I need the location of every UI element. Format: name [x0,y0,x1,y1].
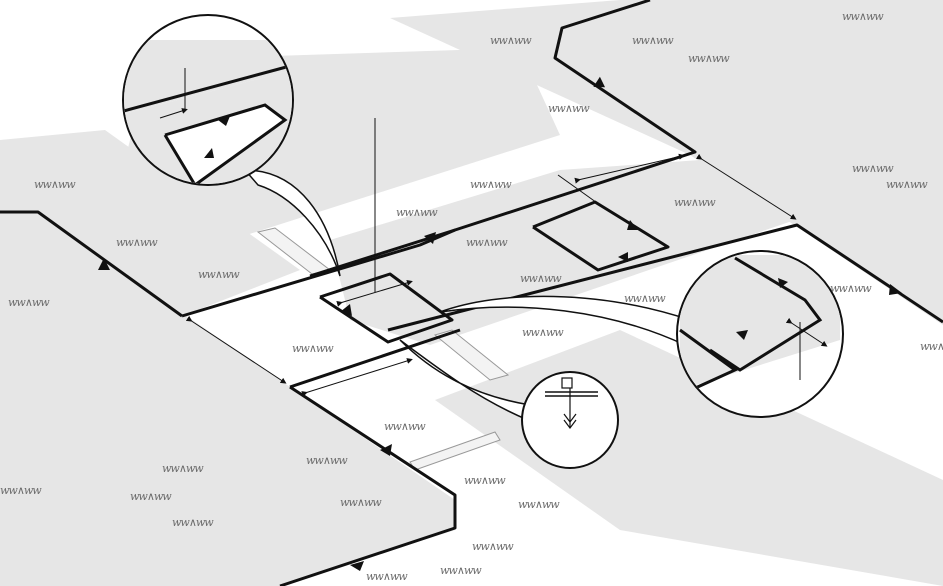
road-edge-bottom-left [279,385,457,586]
callout-tails [243,169,691,422]
grass-symbol-icon: ww∧ww [522,326,564,339]
grass-symbol-icon: ww∧ww [0,484,42,497]
callout-tail-top-left [243,169,341,277]
grass-symbol-icon: ww∧ww [470,178,512,191]
grass-symbol-icon: ww∧ww [490,34,532,47]
road-edge-left-block [0,210,183,318]
grass-symbol-icon: ww∧ww [886,178,928,191]
grass-symbol-icon: ww∧ww [518,498,560,511]
grass-symbol-icon: ww∧ww [130,490,172,503]
grass-symbol-icon: ww∧ww [852,162,894,175]
flow-arrow-icon [340,304,352,316]
grass-symbol-icon: ww∧ww [472,540,514,553]
flow-arrow-icon [98,258,110,270]
grass-symbol-icon: ww∧ww [674,196,716,209]
grass-symbol-icon: ww∧ww [340,496,382,509]
grass-symbol-icon: ww∧ww [306,454,348,467]
flow-arrow-icon [889,284,902,295]
grass-symbol-icon: ww∧ww [172,516,214,529]
grass-symbol-icon: ww∧ww [198,268,240,281]
flow-arrows [98,76,902,571]
grass-area-center [330,160,795,345]
dimension-line [336,279,413,307]
magnifier-callout-icon [521,371,619,469]
flow-arrow-icon [618,252,628,262]
flow-arrow-icon [627,220,638,230]
crosswalk-bottom [409,431,501,471]
dimension-lines [185,118,797,397]
flow-arrow-icon [350,561,364,571]
magnifier-callout-icon [676,250,844,418]
road-edge-lower [289,328,461,389]
grass-symbol-icon: ww∧ww [842,10,884,23]
grass-area-top-right [390,0,943,325]
flow-arrow-icon [593,76,606,88]
grass-symbol-icon: ww∧ww [632,34,674,47]
callout-tail-bottom [399,339,531,422]
grass-symbol-icon: ww∧ww [548,102,590,115]
magnifier-callouts [122,14,844,469]
grass-symbol-icon: ww∧ww [464,474,506,487]
grass-symbol-icon: ww∧ww [440,564,482,577]
grass-symbol-icon: ww∧ww [920,340,943,353]
crosswalk-middle [433,329,510,381]
dimension-line [301,358,413,397]
dimension-line [185,315,287,384]
grass-symbol-icon: ww∧ww [624,292,666,305]
grass-symbol-icon: ww∧ww [34,178,76,191]
dimension-line [574,153,685,184]
grass-symbol-icon: ww∧ww [830,282,872,295]
grass-symbol-icon: ww∧ww [366,570,408,583]
grass-symbol-icon: ww∧ww [292,342,334,355]
leader-line [557,174,601,206]
grass-symbol-icon: ww∧ww [116,236,158,249]
grass-symbol-icon: ww∧ww [8,296,50,309]
magnifier-callout-icon [122,14,294,186]
grass-symbols: ww∧ww ww∧ww ww∧ww ww∧ww ww∧ww ww∧ww ww∧w… [0,10,943,583]
dimension-line [695,153,797,220]
right-island [532,200,670,272]
grass-symbol-icon: ww∧ww [520,272,562,285]
grass-symbol-icon: ww∧ww [396,206,438,219]
grass-symbol-icon: ww∧ww [384,420,426,433]
callout-tail-right [439,295,691,347]
flow-arrow-icon [380,444,392,456]
grass-symbol-icon: ww∧ww [466,236,508,249]
flow-arrow-icon [424,232,436,244]
grass-symbol-icon: ww∧ww [162,462,204,475]
drain-arrow-icon [561,377,577,429]
road-edge-upper [181,228,456,318]
grass-symbol-icon: ww∧ww [688,52,730,65]
